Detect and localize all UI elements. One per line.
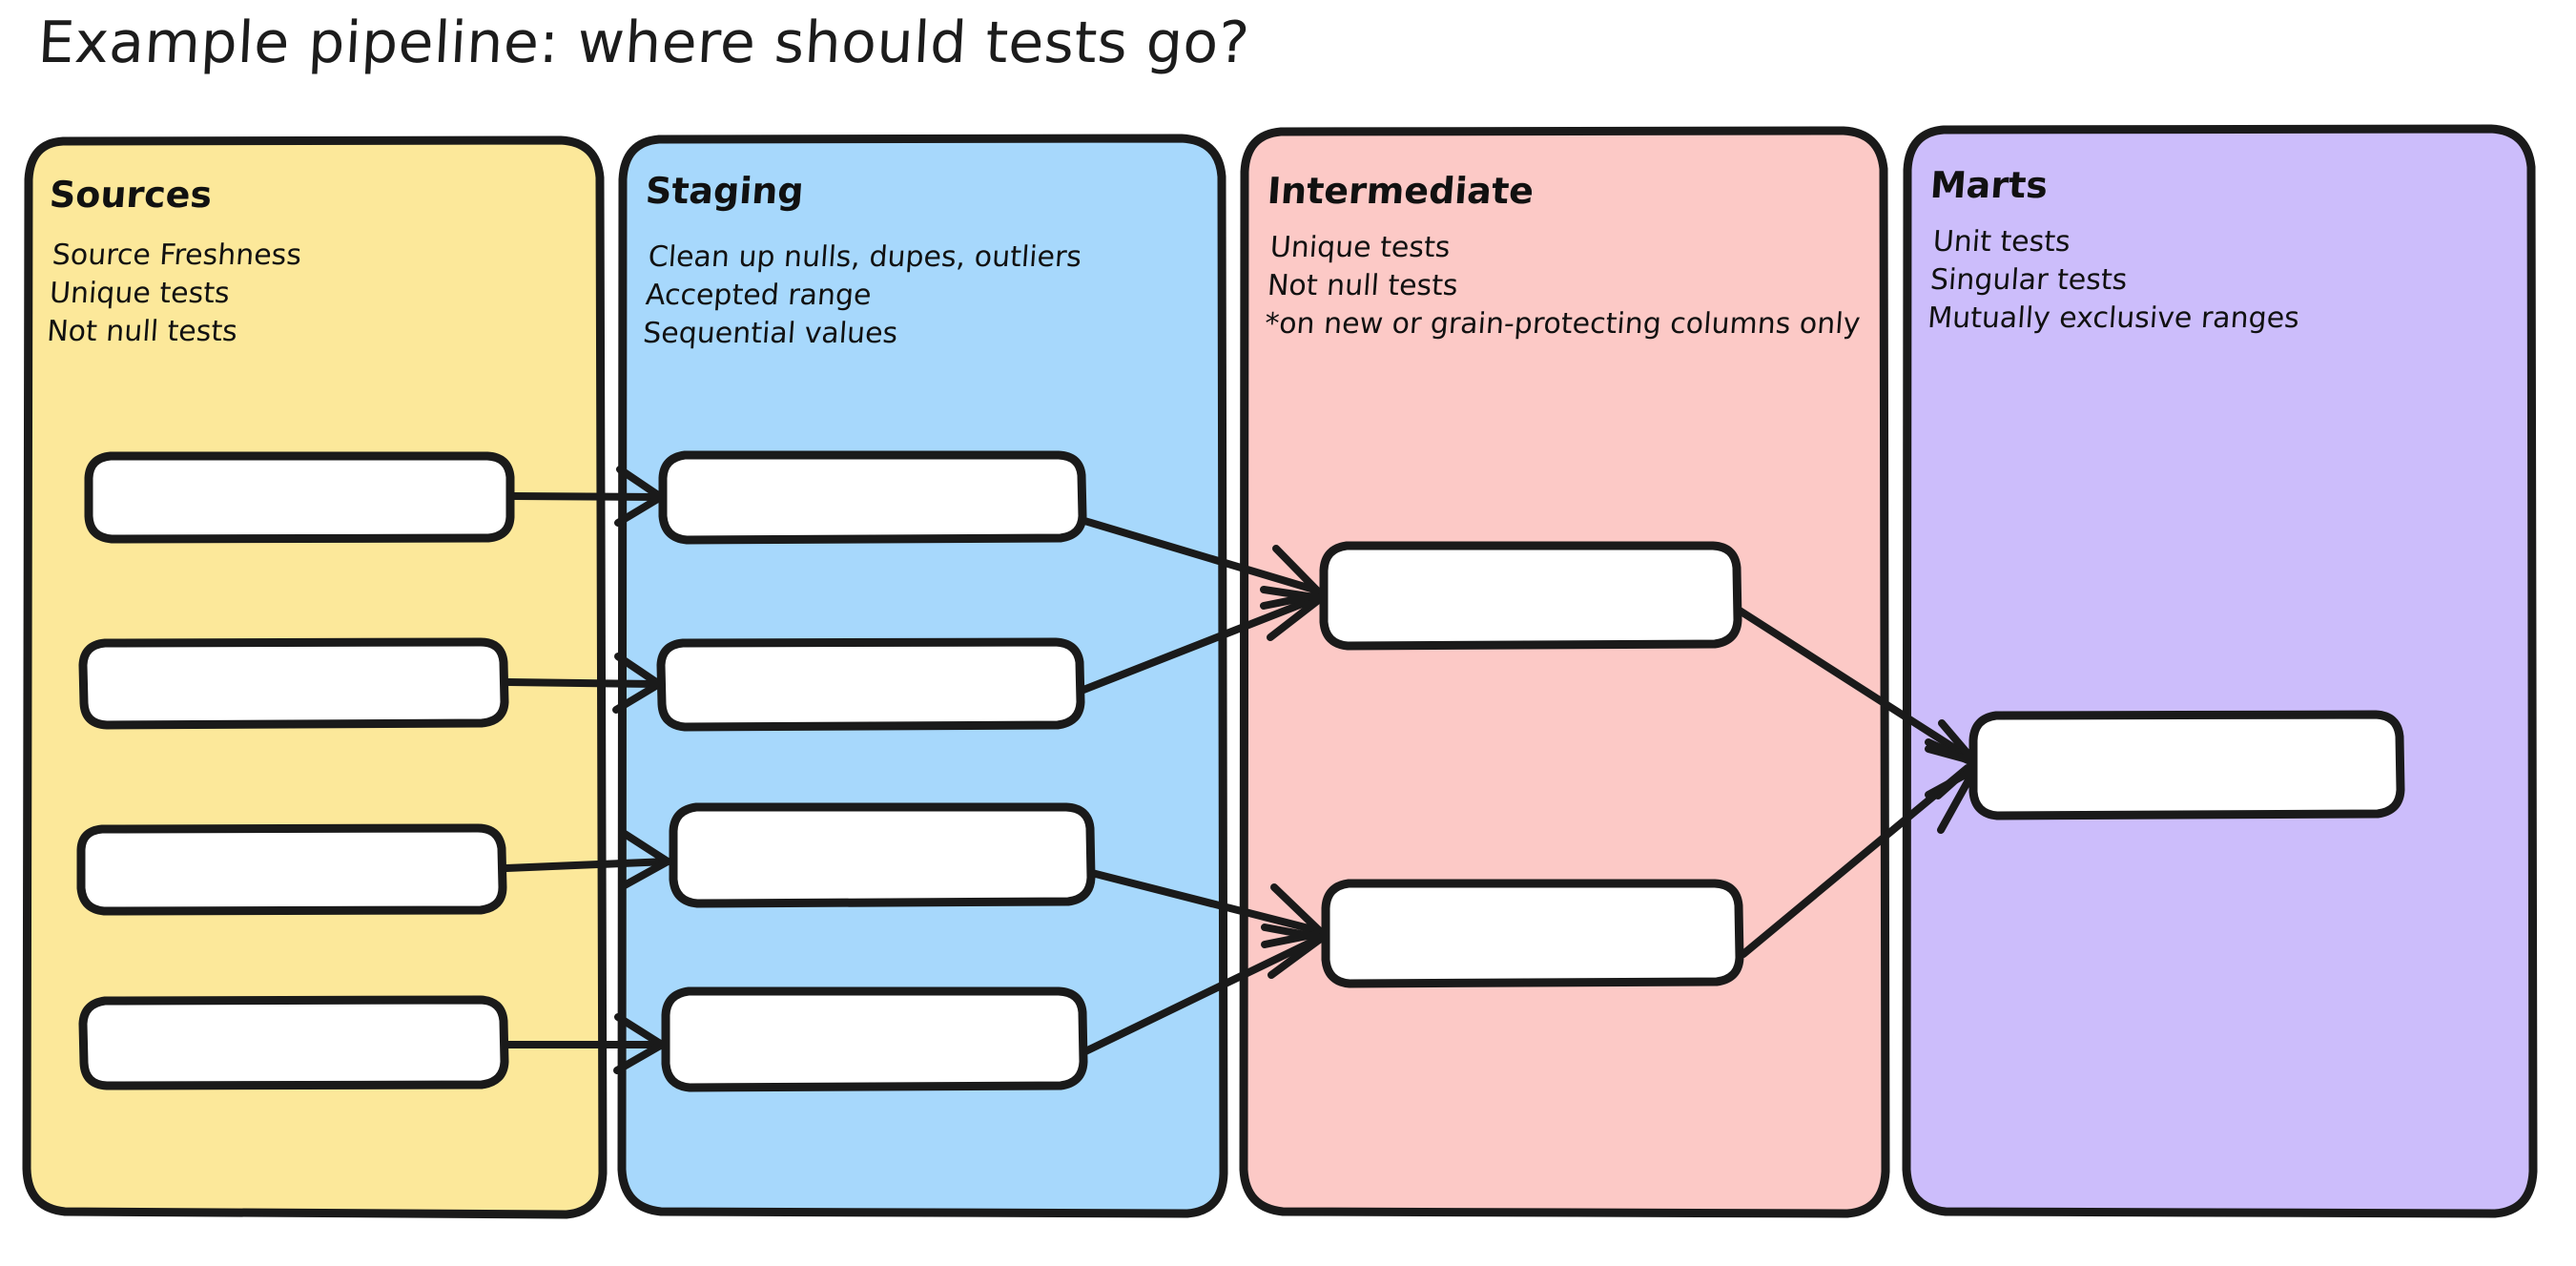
lane-staging-note-3: Sequential values — [642, 317, 899, 350]
lane-marts-shape — [1902, 124, 2538, 1218]
node-mart-1[interactable] — [1968, 708, 2406, 820]
node-src-2-label — [78, 637, 509, 729]
node-src-1-shape — [84, 451, 515, 544]
lane-staging-note-1: Clean up nulls, dupes, outliers — [647, 240, 1083, 274]
node-src-4-label — [78, 995, 509, 1090]
lane-marts-notes: Unit tests Singular tests Mutually exclu… — [1927, 223, 2306, 338]
node-mart-1-label — [1968, 708, 2406, 820]
node-mart-1-shape — [1968, 710, 2405, 820]
node-stg-1-label — [658, 450, 1087, 544]
lane-marts: Marts Unit tests Singular tests Mutually… — [1900, 122, 2541, 1221]
node-stg-3-label — [668, 801, 1097, 908]
lane-staging-heading: Staging — [644, 170, 806, 212]
node-stg-1[interactable] — [658, 450, 1087, 545]
lane-intermediate: Intermediate Unique tests Not null tests… — [1237, 124, 1893, 1221]
node-stg-3[interactable] — [668, 801, 1097, 908]
node-int-1-shape — [1319, 541, 1742, 651]
node-stg-3-shape — [669, 802, 1096, 908]
node-stg-4-shape — [661, 986, 1088, 1092]
lane-sources-note-1: Source Freshness — [51, 239, 303, 272]
lane-intermediate-notes: Unique tests Not null tests *on new or g… — [1264, 229, 1867, 343]
lane-sources-heading: Sources — [48, 174, 214, 216]
lane-marts-note-2: Singular tests — [1928, 263, 2129, 297]
node-src-3-label — [76, 823, 507, 915]
lane-sources-note-3: Not null tests — [46, 315, 239, 348]
node-stg-2[interactable] — [656, 637, 1085, 732]
lane-intermediate-note-1: Unique tests — [1268, 231, 1452, 264]
node-int-2[interactable] — [1320, 876, 1745, 988]
lane-sources-note-2: Unique tests — [48, 277, 231, 310]
node-stg-2-shape — [656, 637, 1085, 732]
node-src-3[interactable] — [76, 823, 507, 916]
node-src-3-shape — [76, 823, 507, 916]
lane-marts-note-1: Unit tests — [1931, 225, 2071, 259]
lane-intermediate-heading: Intermediate — [1266, 170, 1535, 212]
node-src-1[interactable] — [84, 451, 515, 544]
node-stg-4[interactable] — [660, 985, 1089, 1092]
node-int-1[interactable] — [1318, 539, 1743, 652]
node-int-1-label — [1318, 539, 1743, 652]
page-title: Example pipeline: where should tests go? — [36, 10, 1251, 76]
node-stg-4-label — [660, 985, 1089, 1091]
lane-intermediate-note-2: Not null tests — [1266, 269, 1459, 302]
node-src-4-shape — [78, 995, 509, 1090]
lane-intermediate-note-3: *on new or grain-protecting columns only — [1264, 307, 1862, 341]
node-src-1-label — [84, 451, 515, 543]
node-stg-2-label — [656, 637, 1085, 731]
node-src-2-shape — [78, 637, 509, 730]
lane-staging-note-2: Accepted range — [644, 279, 873, 312]
node-int-2-shape — [1321, 879, 1744, 988]
lane-staging-notes: Clean up nulls, dupes, outliers Accepted… — [642, 239, 1083, 353]
node-stg-1-shape — [658, 450, 1087, 545]
node-int-2-label — [1320, 876, 1745, 988]
node-src-4[interactable] — [78, 995, 509, 1090]
node-src-2[interactable] — [78, 637, 509, 730]
lane-sources-notes: Source Freshness Unique tests Not null t… — [46, 237, 303, 351]
lane-marts-heading: Marts — [1928, 164, 2050, 206]
lane-marts-note-3: Mutually exclusive ranges — [1927, 301, 2301, 335]
